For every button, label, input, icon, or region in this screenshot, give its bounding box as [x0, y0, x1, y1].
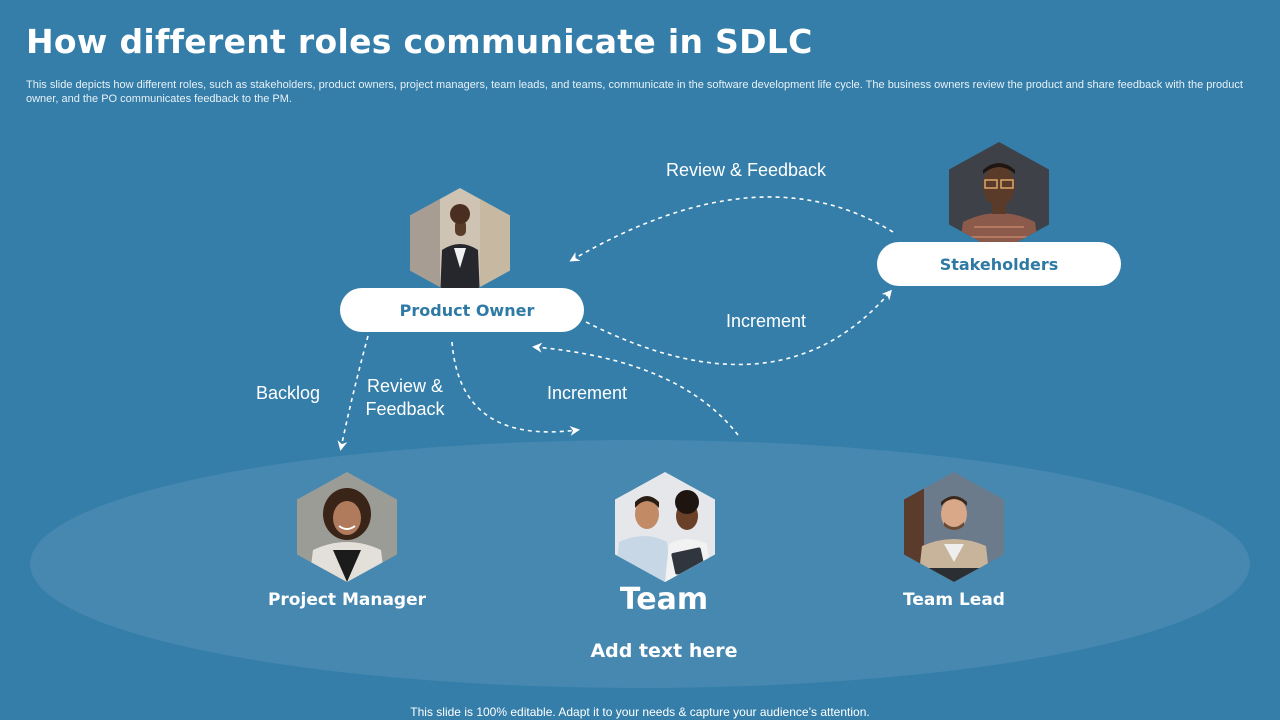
arrow-team-to-po	[532, 342, 739, 436]
page-title: How different roles communicate in SDLC	[26, 22, 813, 61]
increment-center-label: Increment	[546, 383, 628, 403]
increment-right-label: Increment	[725, 311, 807, 331]
team-label: Team	[619, 582, 709, 617]
team-lead-label: Team Lead	[903, 590, 1005, 610]
arrow-backlog	[337, 335, 369, 451]
review-feedback-left-label: Review & Feedback	[345, 375, 465, 421]
arrow-review-feedback-top	[569, 196, 894, 262]
footer-note: This slide is 100% editable. Adapt it to…	[410, 705, 870, 719]
slide-description: This slide depicts how different roles, …	[26, 79, 1243, 105]
product-owner-label: Product Owner	[399, 300, 535, 320]
stakeholders-label: Stakeholders	[939, 254, 1059, 274]
stakeholders-pill: Stakeholders	[877, 242, 1121, 286]
backlog-label: Backlog	[255, 383, 321, 403]
review-feedback-left-line1: Review &	[366, 376, 444, 396]
review-feedback-left-line2: Feedback	[365, 399, 445, 419]
product-owner-pill: Product Owner	[340, 288, 584, 332]
arrow-increment-right	[585, 289, 892, 366]
review-feedback-top-label: Review & Feedback	[665, 160, 827, 180]
add-text-placeholder[interactable]: Add text here	[590, 640, 738, 662]
project-manager-label: Project Manager	[267, 590, 427, 610]
